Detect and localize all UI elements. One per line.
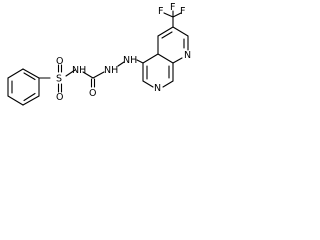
- bond: [172, 57, 183, 64]
- atom-label-nh-hydrazine-upper: NH: [123, 55, 137, 66]
- bond: [157, 53, 174, 64]
- bond: [142, 53, 159, 64]
- atom-label-n-ring-pyridine: N: [184, 50, 191, 61]
- molecule-structure: S O O NH O NH NH N N F F F: [7, 2, 191, 106]
- bond: [7, 95, 24, 106]
- bond: [117, 61, 125, 67]
- atom-label-f-left: F: [158, 6, 163, 17]
- bond: [162, 80, 174, 88]
- bond: [22, 68, 40, 79]
- atom-label-o-top: O: [56, 56, 63, 67]
- atom-label-nh-hydrazine-lower: NH: [104, 65, 118, 76]
- bond: [161, 31, 173, 39]
- bond: [157, 26, 174, 37]
- bond: [172, 12, 182, 18]
- bond: [22, 95, 40, 106]
- bond: [23, 72, 36, 81]
- atom-label-n-ring-bottom: N: [154, 83, 161, 94]
- atom-label-s: S: [56, 74, 62, 85]
- bond: [65, 69, 76, 77]
- atom-label-f-top: F: [170, 2, 175, 13]
- bond: [92, 71, 105, 79]
- atom-label-nh-sulfonamide: NH: [72, 65, 86, 76]
- atom-label-f-right: F: [180, 6, 185, 17]
- bond: [163, 12, 174, 18]
- bond: [7, 68, 24, 79]
- atom-labels: S O O NH O NH NH N N F F F: [56, 2, 191, 103]
- bond: [82, 71, 94, 79]
- atom-label-carbonyl-o: O: [89, 88, 96, 99]
- bond: [172, 26, 189, 37]
- bond: [142, 80, 154, 88]
- atom-label-o-bottom: O: [56, 92, 63, 103]
- bond: [136, 59, 144, 64]
- bond-lines: [7, 10, 189, 106]
- bond: [23, 92, 36, 102]
